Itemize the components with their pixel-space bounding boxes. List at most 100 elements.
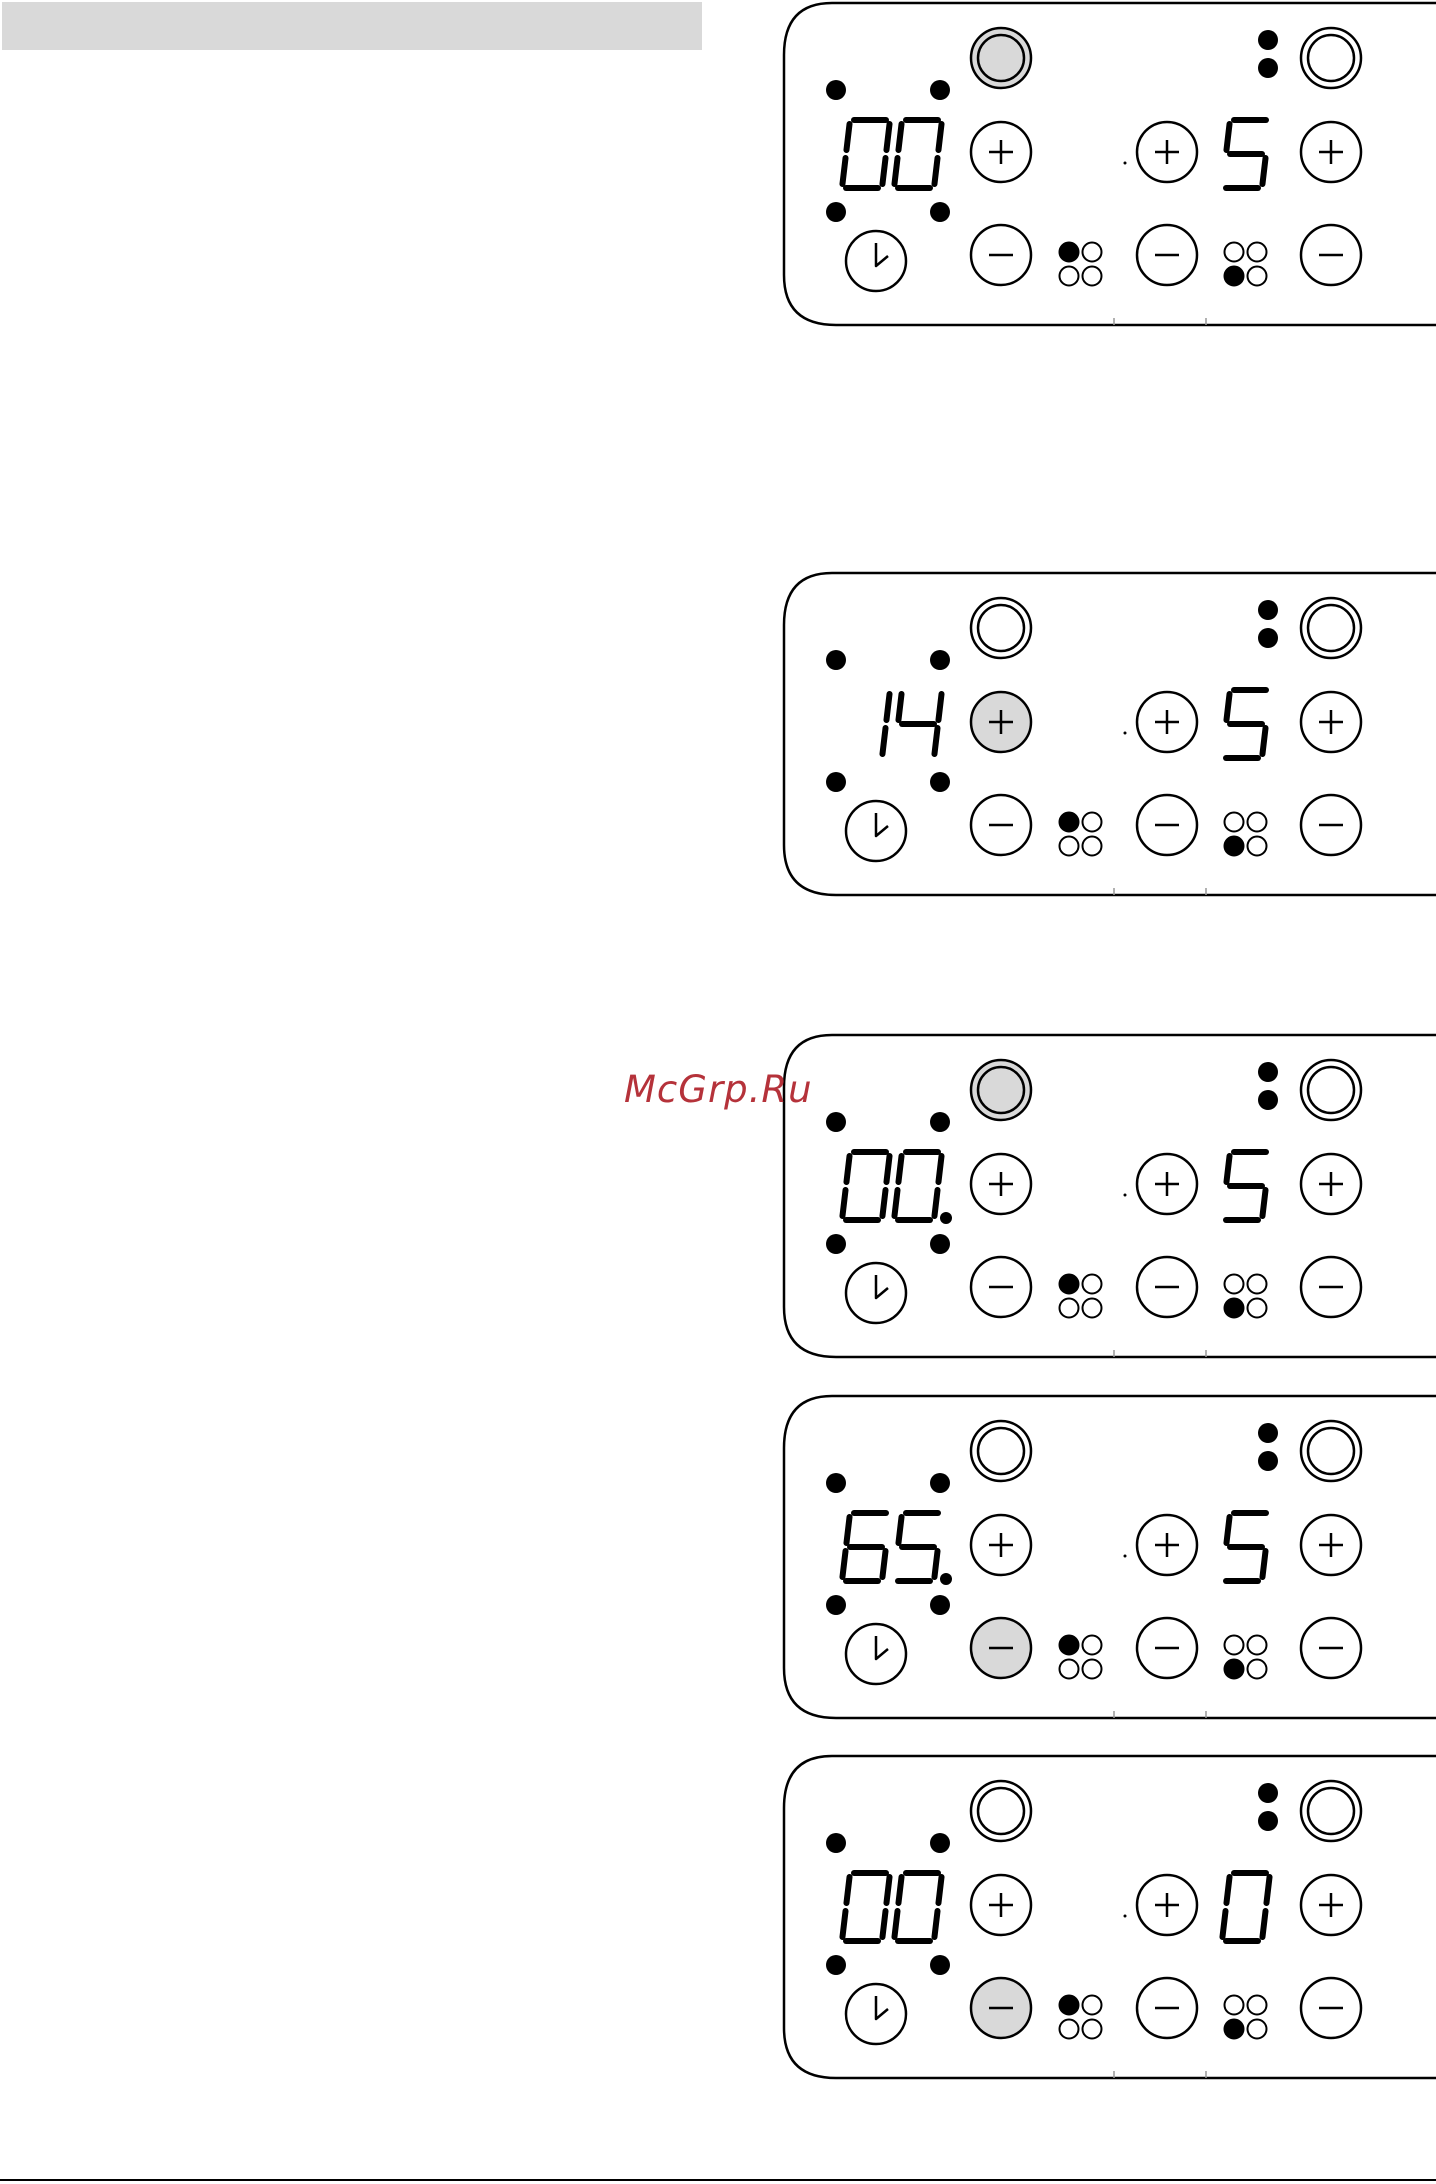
zone-plus-button[interactable] xyxy=(1137,692,1197,752)
left-zone-selector-button[interactable] xyxy=(971,598,1031,658)
timer-digit-tens: 6 xyxy=(842,1513,886,1581)
clock-icon xyxy=(846,1263,906,1323)
segment-c xyxy=(882,1911,885,1937)
segment-c xyxy=(1262,728,1265,754)
zone-minus-button[interactable] xyxy=(1137,1978,1197,2038)
segment-f xyxy=(1226,124,1229,150)
power-level-display: 5 xyxy=(1226,690,1266,758)
segment-f xyxy=(898,1877,901,1903)
svg-text:0: 0 xyxy=(862,1906,863,1908)
segment-f xyxy=(898,1156,901,1182)
segment-e xyxy=(842,158,845,184)
segment-b xyxy=(1266,1877,1269,1903)
zone-plus-button[interactable] xyxy=(1137,1154,1197,1214)
timer-display: 65 xyxy=(842,1513,952,1585)
segment-c xyxy=(934,158,937,184)
power-level-display: 5 xyxy=(1226,1513,1266,1581)
right-plus-button[interactable] xyxy=(1301,1154,1361,1214)
zone-rear-left-icon xyxy=(1225,1996,1267,2039)
right-minus-button[interactable] xyxy=(1301,1618,1361,1678)
svg-text:0: 0 xyxy=(914,1185,915,1187)
clock-icon xyxy=(846,231,906,291)
zone-minus-button[interactable] xyxy=(1137,795,1197,855)
zone-plus-button[interactable] xyxy=(1137,1515,1197,1575)
power-indicator-dots xyxy=(1258,1783,1278,1831)
clock-icon xyxy=(846,1624,906,1684)
segment-c xyxy=(934,728,937,754)
right-plus-button[interactable] xyxy=(1301,1875,1361,1935)
segment-c xyxy=(882,1190,885,1216)
segment-e xyxy=(842,1911,845,1937)
zone-minus-button[interactable] xyxy=(1137,1618,1197,1678)
svg-text:0: 0 xyxy=(862,1185,863,1187)
zone-front-left-icon xyxy=(1060,1636,1102,1679)
clock-icon xyxy=(846,801,906,861)
segment-f xyxy=(846,1877,849,1903)
left-zone-selector-button[interactable] xyxy=(971,28,1031,88)
right-minus-button[interactable] xyxy=(1301,795,1361,855)
timer-digit-units: 0 xyxy=(894,1152,941,1220)
timer-minus-button[interactable] xyxy=(971,1618,1031,1678)
timer-digit-tens: 1 xyxy=(862,694,890,754)
zone-minus-button[interactable] xyxy=(1137,225,1197,285)
timer-decimal-dot xyxy=(940,1573,952,1585)
zone-rear-left-icon xyxy=(1225,243,1267,286)
timer-digit-tens: 0 xyxy=(842,1152,889,1220)
right-zone-selector-button[interactable] xyxy=(1301,1781,1361,1841)
watermark: McGrp.Ru xyxy=(624,1068,813,1111)
zone-plus-button[interactable] xyxy=(1137,1875,1197,1935)
zone-plus-button[interactable] xyxy=(1137,122,1197,182)
right-minus-button[interactable] xyxy=(1301,1978,1361,2038)
left-zone-selector-button[interactable] xyxy=(971,1060,1031,1120)
timer-decimal-dot xyxy=(940,1212,952,1224)
right-minus-button[interactable] xyxy=(1301,1257,1361,1317)
segment-c xyxy=(1262,158,1265,184)
left-zone-selector-button[interactable] xyxy=(971,1421,1031,1481)
timer-digit-tens: 0 xyxy=(842,120,889,188)
segment-c xyxy=(1262,1911,1265,1937)
timer-display: 14 xyxy=(862,694,942,754)
timer-digit-units: 0 xyxy=(894,120,941,188)
timer-plus-button[interactable] xyxy=(971,1154,1031,1214)
timer-minus-button[interactable] xyxy=(971,1978,1031,2038)
timer-plus-button[interactable] xyxy=(971,1875,1031,1935)
timer-plus-button[interactable] xyxy=(971,692,1031,752)
segment-b xyxy=(886,1877,889,1903)
segment-e xyxy=(842,1190,845,1216)
right-plus-button[interactable] xyxy=(1301,692,1361,752)
segment-e xyxy=(894,1190,897,1216)
right-plus-button[interactable] xyxy=(1301,122,1361,182)
timer-plus-button[interactable] xyxy=(971,122,1031,182)
zone-front-left-icon xyxy=(1060,1275,1102,1318)
timer-minus-button[interactable] xyxy=(971,795,1031,855)
right-minus-button[interactable] xyxy=(1301,225,1361,285)
zone-minus-button[interactable] xyxy=(1137,1257,1197,1317)
segment-f xyxy=(898,1517,901,1543)
control-panel: 0 0 5 xyxy=(780,1032,1436,1362)
power-level-display: 5 xyxy=(1226,120,1266,188)
segment-f xyxy=(846,1517,849,1543)
right-zone-selector-button[interactable] xyxy=(1301,1060,1361,1120)
timer-minus-button[interactable] xyxy=(971,225,1031,285)
right-zone-selector-button[interactable] xyxy=(1301,598,1361,658)
power-level-digit: 0 xyxy=(1222,1873,1269,1941)
segment-e xyxy=(842,1551,845,1577)
timer-minus-button[interactable] xyxy=(971,1257,1031,1317)
control-panel: 65 5 xyxy=(780,1393,1436,1723)
segment-c xyxy=(934,1911,937,1937)
right-zone-selector-button[interactable] xyxy=(1301,28,1361,88)
left-zone-selector-button[interactable] xyxy=(971,1781,1031,1841)
right-plus-button[interactable] xyxy=(1301,1515,1361,1575)
timer-plus-button[interactable] xyxy=(971,1515,1031,1575)
segment-b xyxy=(938,1877,941,1903)
segment-c xyxy=(934,1551,937,1577)
right-zone-selector-button[interactable] xyxy=(1301,1421,1361,1481)
timer-digit-tens: 0 xyxy=(842,1873,889,1941)
segment-f xyxy=(1226,694,1229,720)
segment-f xyxy=(898,694,901,720)
power-level-digit: 5 xyxy=(1226,1152,1266,1220)
power-level-digit: 5 xyxy=(1226,120,1266,188)
segment-b xyxy=(938,124,941,150)
power-indicator-dots xyxy=(1258,1423,1278,1471)
